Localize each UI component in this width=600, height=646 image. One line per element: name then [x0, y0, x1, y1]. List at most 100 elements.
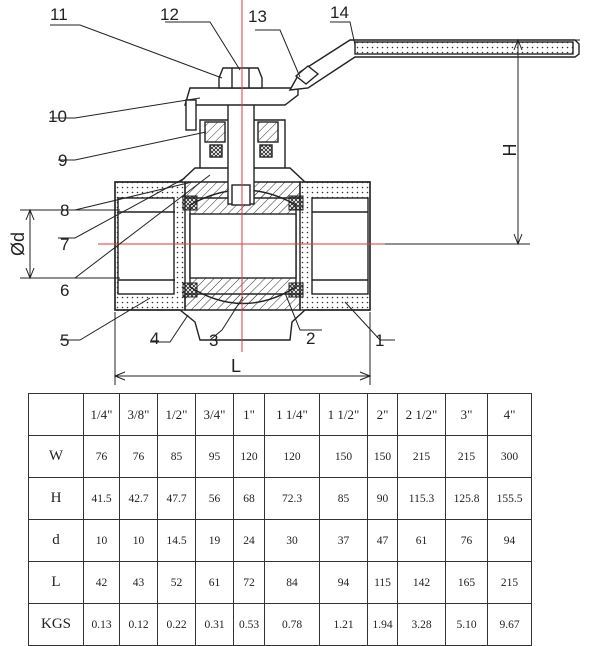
table-cell: 72.3 [264, 477, 320, 520]
table-cell: 14.5 [157, 519, 196, 562]
table-cell: 215 [445, 435, 488, 478]
column-header: 1" [233, 393, 265, 436]
dimension-table: 1/4" 3/8" 1/2" 3/4" 1" 1 1/4" 1 1/2" 2" … [28, 393, 532, 646]
callout-9: 9 [58, 151, 67, 170]
table-cell: 215 [487, 561, 532, 604]
column-header: 2" [367, 393, 398, 436]
table-cell: 85 [319, 477, 368, 520]
row-header: H [28, 477, 84, 520]
leader-lines [50, 21, 395, 343]
row-header: L [28, 561, 84, 604]
table-cell: 41.5 [83, 477, 120, 520]
callout-3: 3 [209, 331, 218, 350]
table-cell: 94 [319, 561, 368, 604]
table-cell: 0.22 [157, 603, 196, 646]
table-cell: 47.7 [157, 477, 196, 520]
column-header: 3" [445, 393, 488, 436]
table-header-row: 1/4" 3/8" 1/2" 3/4" 1" 1 1/4" 1 1/2" 2" … [28, 393, 532, 436]
table-cell: 165 [445, 561, 488, 604]
table-cell: 300 [487, 435, 532, 478]
table-cell: 10 [119, 519, 158, 562]
callout-8: 8 [60, 201, 69, 220]
table-cell: 115 [367, 561, 398, 604]
column-header: 3/8" [119, 393, 158, 436]
table-cell: 215 [397, 435, 446, 478]
table-cell: 47 [367, 519, 398, 562]
callout-5: 5 [60, 331, 69, 350]
table-cell: 1.94 [367, 603, 398, 646]
table-cell: 76 [119, 435, 158, 478]
table-cell: 0.31 [195, 603, 234, 646]
table-cell: 120 [233, 435, 265, 478]
row-header: d [28, 519, 84, 562]
table-cell: 125.8 [445, 477, 488, 520]
callout-12: 12 [160, 5, 179, 24]
callout-4: 4 [150, 329, 159, 348]
table-cell: 61 [195, 561, 234, 604]
column-header: 1/4" [83, 393, 120, 436]
table-cell: 120 [264, 435, 320, 478]
dimension-h-label: H [500, 144, 520, 157]
table-cell: 5.10 [445, 603, 488, 646]
table-cell: 30 [264, 519, 320, 562]
callout-14: 14 [330, 3, 349, 22]
callout-7: 7 [60, 235, 69, 254]
table-cell: 90 [367, 477, 398, 520]
column-header: 4" [487, 393, 532, 436]
table-cell: 155.5 [487, 477, 532, 520]
callout-13: 13 [248, 7, 267, 26]
dimension-l-label: L [231, 356, 241, 376]
table-cell: 68 [233, 477, 265, 520]
table-cell: 1.21 [319, 603, 368, 646]
table-cell: 56 [195, 477, 234, 520]
stem-nut [218, 67, 263, 89]
table-cell: 142 [397, 561, 446, 604]
callout-11: 11 [50, 5, 68, 24]
callout-1: 1 [375, 331, 384, 350]
handle [288, 39, 580, 91]
dimension-d-label: Ød [8, 232, 28, 256]
table-cell: 76 [445, 519, 488, 562]
callout-2: 2 [306, 329, 315, 348]
valve-body [114, 167, 371, 341]
table-cell: 84 [264, 561, 320, 604]
table-cell: 10 [83, 519, 120, 562]
table-cell: 76 [83, 435, 120, 478]
table-cell: 9.67 [487, 603, 532, 646]
table-cell: 43 [119, 561, 158, 604]
table-cell: 0.53 [233, 603, 265, 646]
table-cell: 115.3 [397, 477, 446, 520]
column-header: 1 1/4" [264, 393, 320, 436]
table-cell: 3.28 [397, 603, 446, 646]
column-header: 1/2" [157, 393, 196, 436]
table-cell: 37 [319, 519, 368, 562]
table-cell: 0.12 [119, 603, 158, 646]
dimension-lines [20, 38, 580, 385]
table-cell: 0.78 [264, 603, 320, 646]
row-header: W [28, 435, 84, 478]
ball [189, 189, 297, 305]
table-cell: 61 [397, 519, 446, 562]
ball-valve-drawing: 1 2 3 4 5 6 7 8 9 10 11 12 13 14 H L Ød [8, 0, 580, 385]
table-cell: 72 [233, 561, 265, 604]
table-cell: 42.7 [119, 477, 158, 520]
callout-numbers: 1 2 3 4 5 6 7 8 9 10 11 12 13 14 [48, 3, 384, 350]
column-header: 1 1/2" [319, 393, 368, 436]
table-corner-cell [28, 393, 84, 436]
center-lines [98, 0, 385, 352]
table-cell: 19 [195, 519, 234, 562]
table-cell: 42 [83, 561, 120, 604]
seats [182, 195, 304, 298]
callout-10: 10 [48, 107, 67, 126]
callout-6: 6 [60, 281, 69, 300]
table-cell: 0.13 [83, 603, 120, 646]
row-header: KGS [28, 603, 84, 646]
column-header: 2 1/2" [397, 393, 446, 436]
table-cell: 150 [319, 435, 368, 478]
